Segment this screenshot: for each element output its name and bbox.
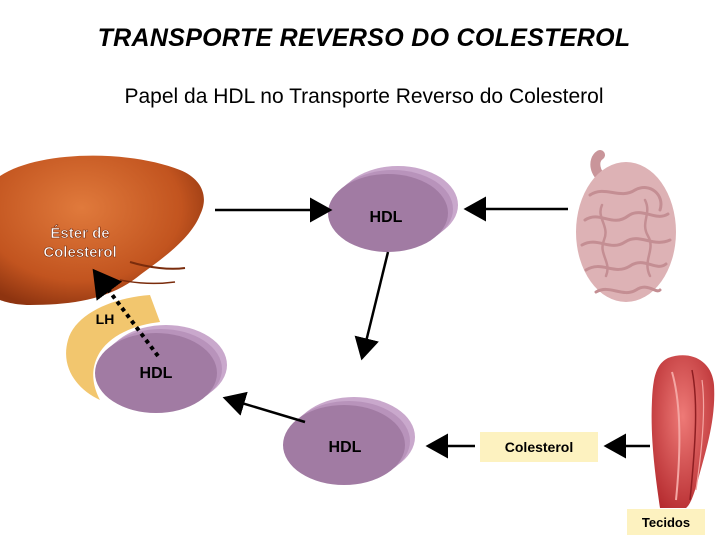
liver-illustration — [0, 155, 204, 305]
hdl-top-label: HDL — [370, 209, 403, 226]
hdl-left-particle — [95, 325, 227, 413]
ester-label-line2: Colesterol — [43, 244, 116, 261]
ester-label-line1: Éster de — [50, 225, 109, 242]
page-title: TRANSPORTE REVERSO DO COLESTEROL — [97, 24, 631, 52]
muscle-illustration — [651, 355, 715, 508]
tecidos-label: Tecidos — [641, 514, 691, 530]
intestine-illustration — [576, 150, 676, 302]
lh-crescent — [66, 295, 160, 400]
hdl-left-label: HDL — [140, 365, 173, 382]
arrow-hdl-bottom-to-hdl-left — [222, 391, 306, 424]
tecidos-box-bg — [627, 509, 705, 535]
lh-label: LH — [96, 311, 115, 327]
hdl-bottom-label: HDL — [329, 439, 362, 456]
arrow-hdl-top-to-hdl-bottom — [354, 251, 390, 361]
page-subtitle: Papel da HDL no Transporte Reverso do Co… — [124, 85, 604, 108]
hdl-top-particle — [328, 166, 458, 252]
hdl-bottom-particle — [283, 397, 415, 485]
colesterol-box-bg — [480, 432, 598, 462]
arrow-hdl-left-to-ester — [92, 268, 160, 358]
colesterol-label: Colesterol — [504, 439, 574, 455]
